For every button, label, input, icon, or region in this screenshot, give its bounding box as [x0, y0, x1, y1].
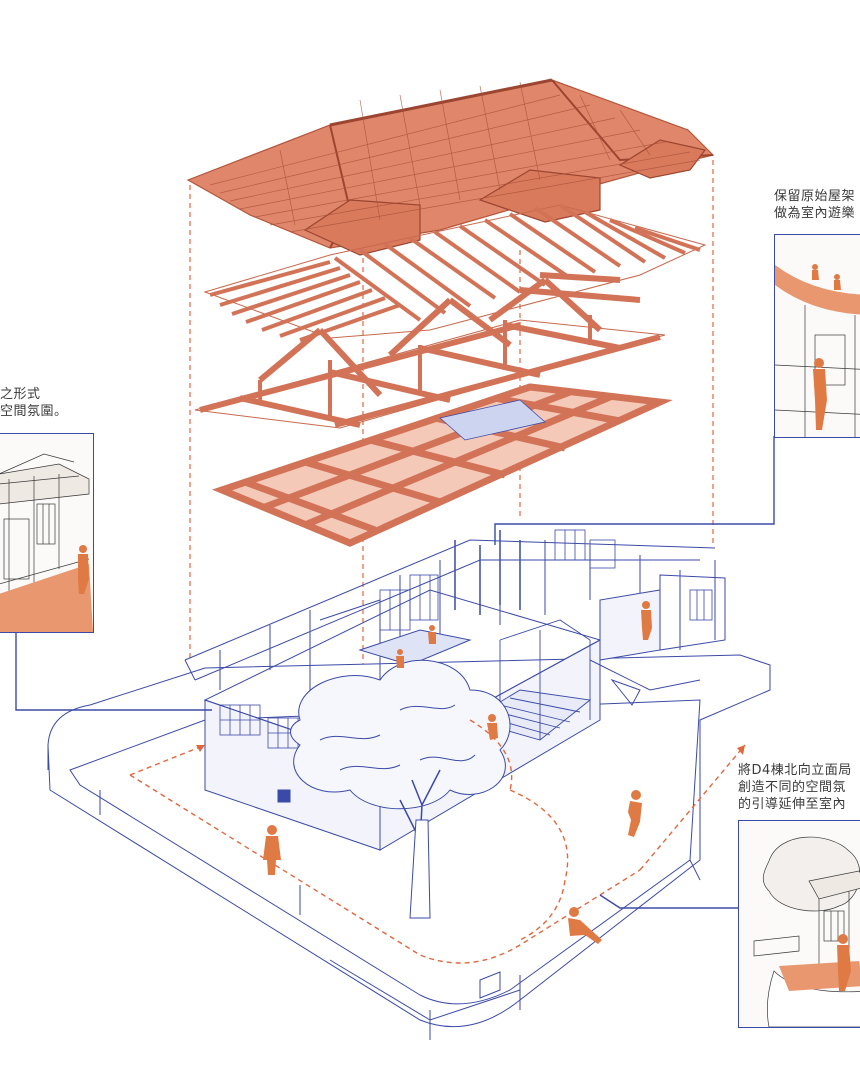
person-figure	[628, 790, 642, 837]
person-figure	[487, 714, 498, 740]
vignette-left-drawing	[0, 453, 93, 632]
vignette-right-top-interior-sketch	[774, 234, 860, 438]
rafter-layer	[203, 203, 707, 342]
truss-frame-layer	[194, 272, 666, 429]
roof-tile-courses	[209, 81, 701, 233]
vignette-left-facade-sketch	[0, 433, 94, 633]
person-figure	[428, 625, 436, 644]
vignette-right-bottom-courtyard-sketch	[738, 820, 860, 1028]
person-figure	[396, 649, 404, 668]
circulation-path	[129, 719, 746, 964]
person-figure	[263, 825, 281, 875]
ceiling-grid-layer	[212, 383, 673, 547]
vignette-right-top-drawing	[775, 264, 860, 437]
note-right-bottom: 將D4棟北向立面局 創造不同的空間氛 的引導延伸至室內	[738, 763, 852, 812]
rafters	[209, 203, 701, 342]
note-right-top: 保留原始屋架 做為室內遊樂	[774, 189, 856, 221]
people-figures	[263, 601, 652, 944]
tree	[290, 659, 511, 919]
arrowheads	[196, 745, 745, 755]
vignette-right-bottom-drawing	[753, 836, 860, 1027]
note-left: 之形式 空間氛圍。	[0, 387, 68, 419]
roof-tile-layer	[186, 78, 715, 256]
person-figure	[641, 601, 652, 640]
facade-windows	[219, 529, 713, 764]
leader-lines	[15, 436, 775, 909]
person-figure	[568, 907, 602, 944]
